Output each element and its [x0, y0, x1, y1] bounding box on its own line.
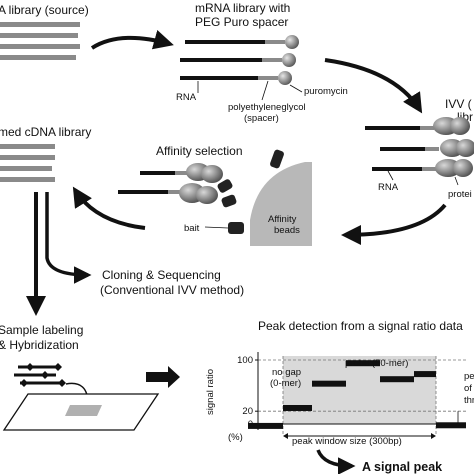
chart-title: Peak detection from a signal ratio data — [258, 319, 463, 333]
signal-segment-2 — [283, 405, 312, 411]
arrow-to-cloning — [45, 192, 92, 284]
right-cut-label-2: of — [464, 383, 472, 394]
arrow-to-affinity — [341, 203, 447, 245]
ivv-label-1: IVV ( — [445, 97, 472, 111]
microarray-spot — [65, 405, 102, 416]
cloning-label-1: Cloning & Sequencing — [102, 268, 221, 282]
chart-y-unit: (%) — [228, 432, 243, 443]
enriched-library-label: med cDNA library — [0, 125, 91, 139]
affinity-complexes — [118, 149, 284, 234]
arrow-to-ivv — [324, 58, 423, 114]
probe-label: probe (50-mer) — [345, 358, 408, 369]
rna-label-top: RNA — [176, 92, 197, 103]
signal-segment-5 — [380, 376, 414, 383]
signal-segment-6 — [414, 371, 436, 378]
labeled-probes — [14, 363, 66, 387]
enriched-library-strands — [0, 144, 55, 182]
chart-y-label: signal ratio — [205, 369, 216, 415]
mrna-library-title-1: mRNA library with — [195, 1, 290, 15]
affinity-beads-label-1: Affinity — [268, 214, 297, 225]
right-cut-label-3: thr — [464, 395, 474, 406]
ivv-constructs — [365, 117, 474, 177]
source-library-label: A library (source) — [0, 3, 89, 17]
y-tick-label-20: 20 — [242, 406, 253, 417]
window-label: peak window size (300bp) — [292, 436, 402, 447]
protein-label: protei — [448, 189, 472, 200]
puromycin-label: puromycin — [304, 86, 348, 97]
sample-labeling-label-2: & Hybridization — [0, 338, 79, 352]
no-gap-label-1: no gap — [272, 367, 301, 378]
signal-segment-1 — [248, 422, 283, 429]
arrow-to-signal-peak — [316, 449, 356, 474]
source-library-strands — [0, 22, 80, 60]
no-gap-label-2: (0-mer) — [270, 378, 301, 389]
affinity-beads-label-2: beads — [274, 225, 300, 236]
y-tick-label-100: 100 — [237, 355, 253, 366]
cloning-label-2: (Conventional IVV method) — [100, 283, 244, 297]
signal-segment-3 — [312, 380, 346, 387]
affinity-selection-label: Affinity selection — [156, 144, 243, 158]
peg-label-2: (spacer) — [244, 113, 279, 124]
right-cut-label-1: pe — [464, 371, 474, 382]
rna-label-right: RNA — [378, 182, 399, 193]
arrow-to-enriched — [72, 186, 146, 230]
signal-segment-4 — [346, 360, 380, 367]
signal-peak-label: A signal peak — [362, 460, 442, 474]
arrow-to-mrna — [90, 30, 174, 50]
signal-ratio-chart: 020100 — [237, 352, 466, 439]
arrow-to-peak-detection — [146, 366, 180, 388]
mrna-constructs — [180, 35, 299, 85]
affinity-beads — [250, 162, 312, 246]
sample-labeling-label-1: Sample labeling — [0, 323, 83, 337]
bait-label: bait — [184, 223, 200, 234]
signal-segment-7 — [436, 422, 466, 429]
peak-window-region — [283, 356, 436, 424]
mrna-library-title-2: PEG Puro spacer — [195, 15, 288, 29]
window-span-arrow-left — [283, 433, 288, 439]
peg-label-1: polyethyleneglycol — [228, 102, 306, 113]
window-span-arrow-right — [431, 433, 436, 439]
